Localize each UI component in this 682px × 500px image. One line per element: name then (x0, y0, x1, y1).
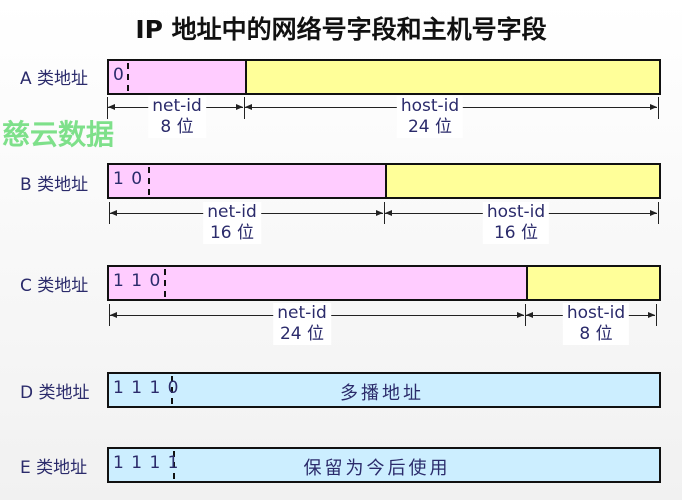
net-id-label: net-id (207, 202, 257, 222)
arrow-right-icon (517, 312, 524, 318)
tick (109, 202, 110, 224)
class-d-box: 1 1 1 0 多播地址 (107, 372, 661, 408)
arrow-right-icon (648, 312, 655, 318)
tick (109, 304, 110, 326)
net-id-label: net-id (152, 96, 202, 116)
arrow-left-icon (526, 312, 533, 318)
net-id-bits: 8 位 (160, 117, 194, 137)
class-a-label: A 类地址 (20, 69, 89, 89)
arrow-right-icon (650, 210, 657, 216)
arrow-left-icon (110, 210, 117, 216)
divider (245, 61, 247, 93)
class-e-label: E 类地址 (20, 458, 88, 478)
net-id-bits: 16 位 (209, 223, 255, 243)
class-e-box: 1 1 1 1 保留为今后使用 (107, 447, 661, 483)
class-c-box: 1 1 0 (107, 265, 661, 301)
dashed-divider (173, 451, 175, 479)
divider (385, 165, 387, 197)
class-bits: 1 0 (113, 169, 144, 189)
host-id-bits: 8 位 (579, 324, 613, 344)
arrow-left-icon (108, 104, 115, 110)
page-title: IP 地址中的网络号字段和主机号字段 (135, 15, 547, 44)
tick (384, 202, 385, 224)
tick (656, 304, 657, 326)
host-id-label: host-id (486, 202, 546, 222)
dashed-divider (127, 63, 129, 91)
class-d-label: D 类地址 (20, 383, 90, 403)
dashed-divider (164, 269, 166, 297)
host-id-label: host-id (566, 303, 626, 323)
arrow-right-icon (376, 210, 383, 216)
net-id-field (109, 267, 527, 299)
arrow-right-icon (236, 104, 243, 110)
arrow-right-icon (650, 104, 657, 110)
tick (244, 97, 245, 119)
arrow-left-icon (245, 104, 252, 110)
class-bits: 1 1 0 (113, 271, 162, 291)
class-b-label: B 类地址 (20, 175, 89, 195)
host-id-field (246, 61, 659, 93)
class-b-box: 1 0 (107, 163, 661, 199)
tick (658, 202, 659, 224)
dashed-divider (171, 376, 173, 404)
multicast-text: 多播地址 (340, 383, 424, 404)
class-a-box: 0 (107, 59, 661, 95)
dashed-divider (148, 167, 150, 195)
net-id-field (109, 61, 246, 93)
arrow-left-icon (110, 312, 117, 318)
watermark: 慈云数据 (2, 118, 115, 151)
class-bits: 0 (113, 65, 125, 85)
host-id-bits: 24 位 (407, 117, 453, 137)
net-id-bits: 24 位 (279, 324, 325, 344)
class-bits: 1 1 1 1 (113, 453, 180, 473)
tick (658, 97, 659, 119)
tick (107, 97, 108, 119)
class-c-label: C 类地址 (20, 276, 89, 296)
host-id-bits: 16 位 (493, 223, 539, 243)
net-id-field (109, 165, 386, 197)
divider (526, 267, 528, 299)
host-id-field (527, 267, 659, 299)
host-id-field (386, 165, 659, 197)
class-bits: 1 1 1 0 (113, 378, 180, 398)
arrow-left-icon (385, 210, 392, 216)
reserved-text: 保留为今后使用 (303, 458, 451, 479)
net-id-label: net-id (277, 303, 327, 323)
tick (525, 304, 526, 326)
host-id-label: host-id (400, 96, 460, 116)
